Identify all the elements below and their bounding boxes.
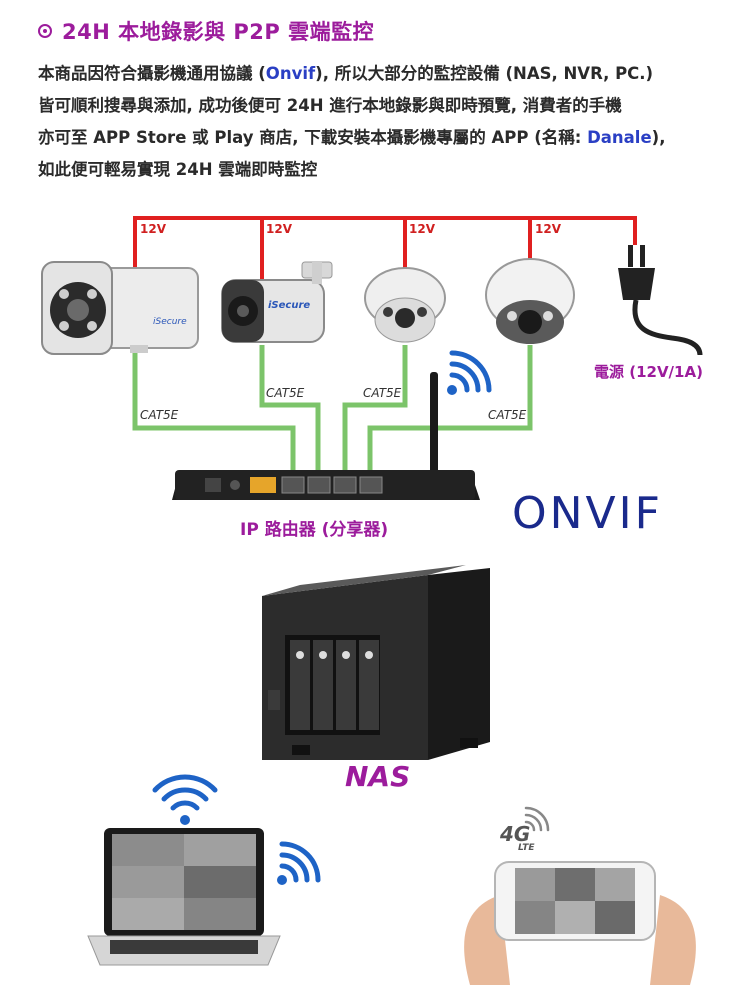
power-wires <box>133 216 637 285</box>
page-title: 24H 本地錄影與 P2P 雲端監控 <box>62 20 375 44</box>
wifi-icon-router <box>447 350 492 395</box>
power-wire-label-3: 12V <box>409 222 435 236</box>
smartphone <box>464 861 696 985</box>
lte-badge-sub: LTE <box>518 843 535 853</box>
description-paragraph: 本商品因符合攝影機通用協議 (Onvif), 所以大部分的監控設備 (NAS, … <box>38 58 728 186</box>
onvif-highlight: Onvif <box>265 64 316 83</box>
wifi-icon-laptop <box>152 774 218 825</box>
dome-camera-1 <box>364 267 446 343</box>
title-bullet-icon <box>38 24 52 38</box>
description-line-1: 本商品因符合攝影機通用協議 (Onvif), 所以大部分的監控設備 (NAS, … <box>38 64 654 83</box>
ip-router <box>172 372 480 500</box>
description-line-2: 皆可順利搜尋與添加, 成功後便可 24H 進行本地錄影與即時預覽, 消費者的手機 <box>38 96 622 115</box>
power-wire-label-2: 12V <box>266 222 292 236</box>
bullet-camera-2 <box>221 261 333 343</box>
wifi-icon-laptop-side <box>277 841 321 885</box>
router-label: IP 路由器 (分享器) <box>240 520 389 540</box>
description-line-3: 亦可至 APP Store 或 Play 商店, 下載安裝本攝影機專屬的 APP… <box>38 128 666 147</box>
laptop <box>87 828 281 966</box>
onvif-logo: ONVIF <box>512 488 663 539</box>
power-wire-label-1: 12V <box>140 222 166 236</box>
lte-signal-icon <box>524 806 550 832</box>
power-label: 電源 (12V/1A) <box>594 363 703 381</box>
danale-highlight: Danale <box>587 128 652 147</box>
cable-label-3: CAT5E <box>363 386 402 400</box>
cable-label-1: CAT5E <box>140 408 179 422</box>
cable-label-4: CAT5E <box>488 408 527 422</box>
nas-device <box>262 565 490 760</box>
dome-camera-2 <box>485 258 575 344</box>
camera-brand-label-2: iSecure <box>268 300 311 311</box>
camera-brand-label-1: iSecure <box>153 317 187 327</box>
power-wire-label-4: 12V <box>535 222 561 236</box>
power-plug-icon <box>618 245 703 356</box>
bullet-camera-1 <box>41 261 199 355</box>
lte-badge: 4G <box>500 822 531 846</box>
ethernet-cables <box>132 345 533 480</box>
description-line-4: 如此便可輕易實現 24H 雲端即時監控 <box>38 160 318 179</box>
cable-label-2: CAT5E <box>266 386 305 400</box>
nas-label: NAS <box>345 760 411 793</box>
